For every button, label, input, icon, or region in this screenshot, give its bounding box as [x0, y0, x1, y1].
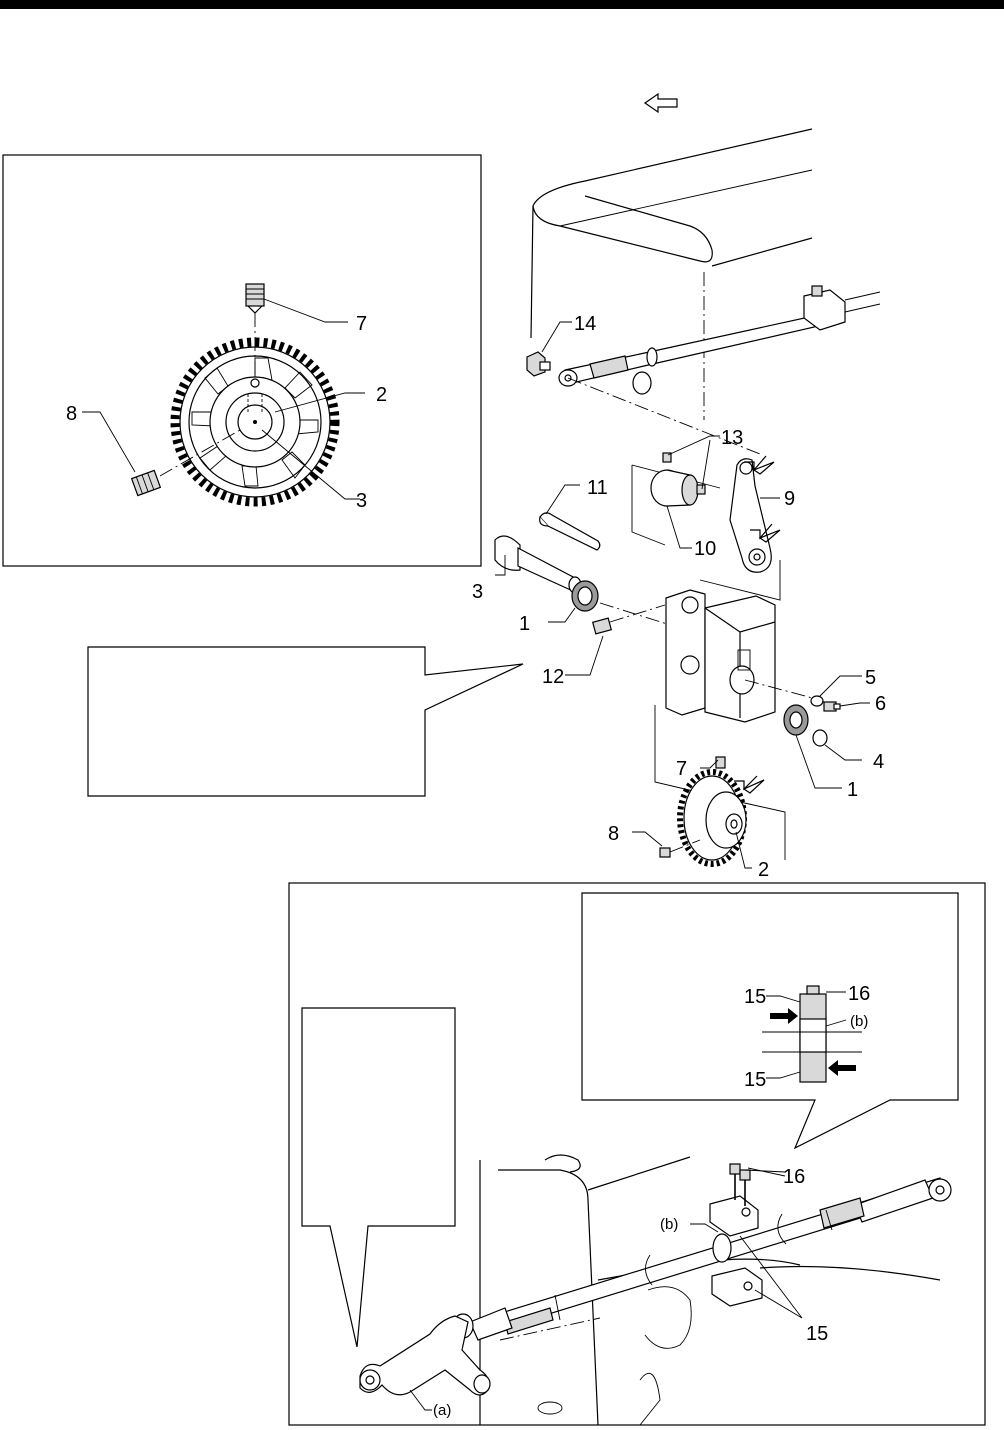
ring-4-icon [812, 729, 828, 747]
label-14: 14 [574, 313, 596, 335]
label-2: 2 [376, 384, 387, 406]
screw-14-icon [526, 351, 551, 377]
washer-5-icon [810, 695, 824, 707]
label-13: 13 [721, 427, 743, 449]
label-1: 1 [847, 779, 858, 801]
gear-2-icon [677, 769, 747, 867]
lever-9-icon [729, 458, 772, 573]
bearing-1-icon [571, 580, 599, 612]
gear-outline [170, 337, 340, 507]
header-bar [0, 0, 1004, 9]
lever-a-icon [359, 1315, 491, 1396]
indicator-arrow-icon [750, 523, 781, 543]
set-screw-8-icon [659, 847, 671, 858]
set-screw-7-icon [715, 756, 726, 769]
direction-arrow-icon [643, 92, 678, 114]
label-b: (b) [850, 1013, 868, 1030]
label-3: 3 [472, 581, 483, 603]
press-arrow-right-icon [770, 1008, 798, 1024]
label-8: 8 [66, 403, 77, 425]
label-9: 9 [784, 488, 795, 510]
label-7: 7 [676, 758, 687, 780]
set-screw-12-icon [591, 617, 613, 635]
shaft-3-icon [494, 535, 582, 594]
screw-6-icon [823, 701, 841, 712]
label-5: 5 [865, 667, 876, 689]
set-screw-8-icon [130, 469, 162, 497]
label-1: 1 [519, 613, 530, 635]
clamp-section-detail [762, 985, 862, 1083]
callout-box [87, 646, 524, 797]
label-15: 15 [744, 986, 766, 1008]
bottom-shaft-assembly [359, 1154, 952, 1426]
side-callout-box [301, 1007, 456, 1348]
label-15: 15 [806, 1323, 828, 1345]
collar-10-icon [650, 452, 706, 507]
label-4: 4 [873, 751, 884, 773]
label-10: 10 [694, 538, 716, 560]
gear-detail-inset [2, 154, 482, 567]
clamp-15-upper-icon [709, 1195, 759, 1237]
main-exploded-view [494, 128, 881, 869]
label-2: 2 [758, 859, 769, 881]
bearing-1-icon [783, 704, 809, 736]
housing-bracket [665, 589, 776, 723]
label-12: 12 [542, 666, 564, 688]
label-8: 8 [608, 823, 619, 845]
label-b: (b) [660, 1216, 678, 1233]
clamp-15-lower-icon [711, 1267, 763, 1307]
label-11: 11 [587, 477, 608, 499]
label-a: (a) [433, 1402, 451, 1419]
label-6: 6 [875, 693, 886, 715]
indicator-arrow-icon [734, 775, 765, 794]
label-7: 7 [356, 313, 367, 335]
bottom-panel-frame [288, 882, 986, 1426]
label-3: 3 [356, 490, 367, 512]
label-15: 15 [744, 1069, 766, 1091]
label-16: 16 [848, 983, 870, 1005]
press-arrow-left-icon [828, 1060, 856, 1076]
set-screw-7-icon [245, 283, 265, 314]
detail-callout-box [581, 892, 959, 1150]
label-16: 16 [783, 1166, 805, 1188]
indicator-arrow-icon [744, 455, 775, 475]
pin-11-icon [539, 512, 601, 551]
